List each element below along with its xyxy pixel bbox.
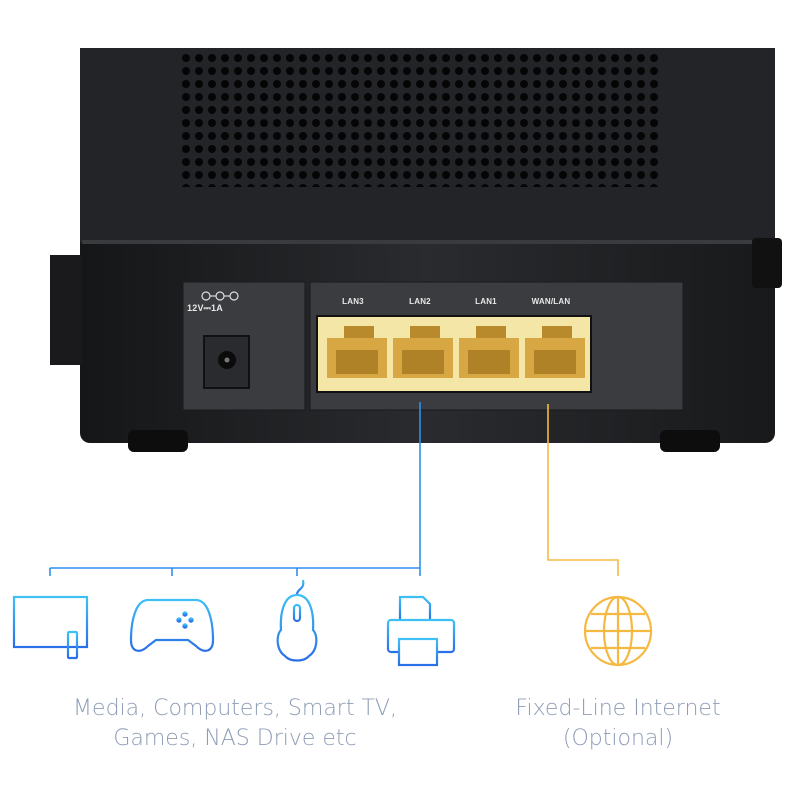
port-label-lan2: LAN2 <box>409 297 431 306</box>
mouse-icon <box>276 579 318 662</box>
gamepad-icon <box>129 598 215 652</box>
internet-caption: Fixed-Line Internet (Optional) <box>468 694 768 754</box>
printer-icon <box>386 595 456 667</box>
power-rating-label: 12V⎓1A <box>187 303 223 313</box>
ethernet-ports <box>327 326 585 378</box>
polarity-icon <box>201 291 239 301</box>
router <box>50 48 782 452</box>
caption-line: Games, NAS Drive etc <box>113 726 357 751</box>
wan-connector-line <box>547 404 619 576</box>
port-label-wan-lan: WAN/LAN <box>531 297 571 306</box>
lan-devices-caption: Media, Computers, Smart TV, Games, NAS D… <box>35 694 435 754</box>
caption-line: Fixed-Line Internet <box>515 696 721 721</box>
lan-connector-lines <box>49 402 421 576</box>
caption-line: (Optional) <box>562 726 674 751</box>
globe-icon <box>583 595 653 667</box>
port-label-lan1: LAN1 <box>475 297 497 306</box>
caption-line: Media, Computers, Smart TV, <box>73 696 397 721</box>
vent-grille <box>180 52 660 187</box>
tv-icon <box>12 595 89 660</box>
foot <box>128 430 188 452</box>
port-label-lan3: LAN3 <box>342 297 364 306</box>
foot <box>660 430 720 452</box>
